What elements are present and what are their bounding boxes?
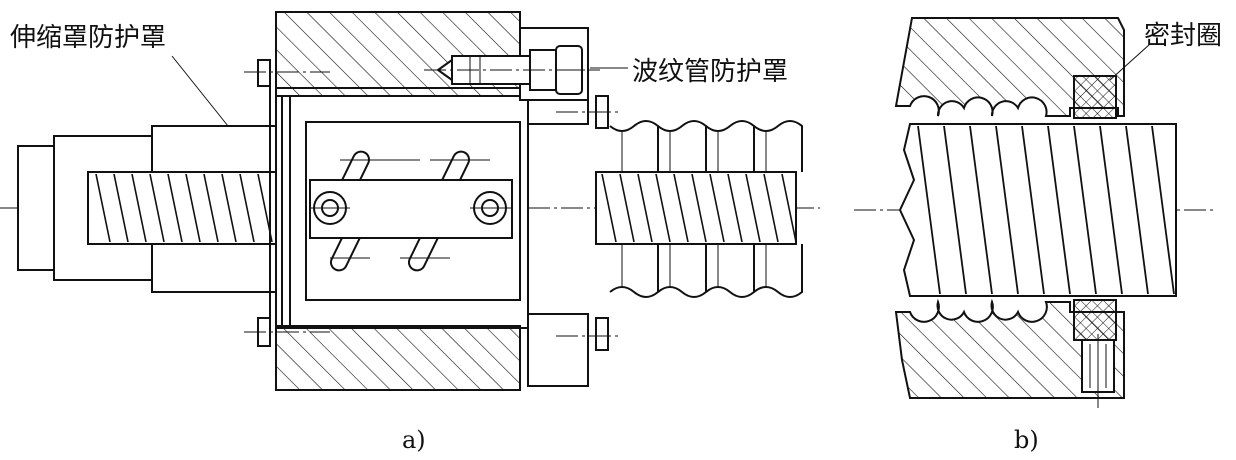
thread-line [1073, 125, 1097, 295]
bellows-cover [609, 120, 803, 298]
thread-line [917, 125, 941, 295]
bellows-fold-top [657, 120, 707, 172]
thread-line [969, 125, 993, 295]
caption-b: b) [1014, 426, 1039, 454]
thread-line [239, 173, 255, 243]
flange-bolts-left [244, 59, 330, 347]
thread-line [95, 173, 111, 243]
bellows-fold-bottom [705, 244, 755, 298]
seal-ring-bottom [1073, 299, 1117, 341]
thread-line [131, 173, 147, 243]
label-bellows-cover: 波纹管防护罩 [632, 57, 788, 87]
thread-line [221, 173, 237, 243]
bellows-fold-top [753, 120, 803, 172]
thread-line [1151, 125, 1175, 295]
figure-b: 密封圈 b) [854, 17, 1222, 454]
thread-line [637, 173, 653, 243]
thread-line [727, 173, 743, 243]
thread-line [745, 173, 761, 243]
leader-telescopic [171, 55, 229, 127]
right-screw [595, 171, 797, 245]
thread-line [619, 173, 635, 243]
ball-return-channels [329, 150, 490, 272]
thread-line [691, 173, 707, 243]
bottom-right-bracket [527, 313, 589, 387]
caption-a: a) [402, 426, 426, 454]
thread-line [1047, 125, 1071, 295]
clamp-plate [309, 179, 513, 239]
label-seal-ring: 密封圈 [1144, 21, 1222, 51]
figure-a: 伸缩罩防护罩 波纹管防护罩 a) [0, 11, 820, 454]
thread-line [943, 125, 967, 295]
bellows-fold-top [705, 120, 755, 172]
screw-shaft-section [898, 123, 1177, 297]
bottom-flange-section [275, 325, 521, 391]
bellows-fold-bottom [609, 244, 659, 298]
thread-line [185, 173, 201, 243]
thread-line [673, 173, 689, 243]
flange-bolt [424, 45, 600, 95]
thread-line [763, 173, 779, 243]
thread-line [709, 173, 725, 243]
bellows-clamp-bottom [595, 317, 609, 351]
thread-line [203, 173, 219, 243]
thread-line [1125, 125, 1149, 295]
thread-line [601, 173, 617, 243]
thread-line [655, 173, 671, 243]
thread-line [995, 125, 1019, 295]
lower-nut-section [894, 298, 1125, 399]
bellows-fold-bottom [657, 244, 707, 298]
bellows-fold-bottom [753, 244, 803, 298]
thread-line [781, 173, 797, 243]
label-telescopic-cover: 伸缩罩防护罩 [10, 23, 166, 53]
leader-seal-ring [1109, 43, 1151, 81]
thread-line [167, 173, 183, 243]
thread-line [1021, 125, 1045, 295]
left-screw [87, 171, 279, 245]
thread-line [149, 173, 165, 243]
thread-line [1099, 125, 1123, 295]
thread-line [113, 173, 129, 243]
bellows-fold-top [609, 120, 659, 172]
left-end-cap [17, 145, 55, 271]
upper-nut-section [894, 17, 1125, 117]
seal-ring-top [1073, 75, 1117, 119]
